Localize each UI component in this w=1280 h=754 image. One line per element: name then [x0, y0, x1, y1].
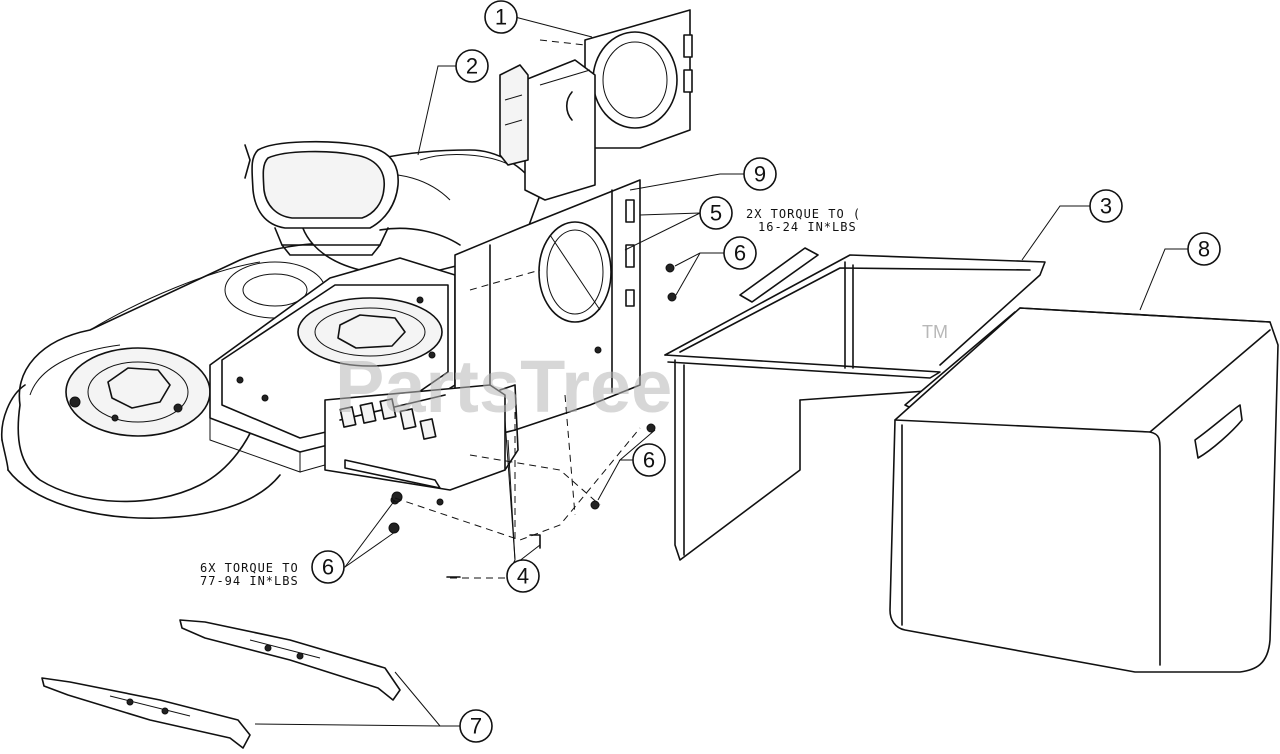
- callout-1: 1: [484, 0, 518, 34]
- hardware: [388, 39, 677, 579]
- chute-latch-assembly: [499, 9, 693, 201]
- leader-lines: [254, 16, 1188, 727]
- callout-6-lower-label: 6: [322, 555, 334, 580]
- callout-8-label: 8: [1198, 237, 1210, 262]
- torque-notes: 2X TORQUE TO ( 16-24 IN*LBS 6X TORQUE TO…: [200, 207, 861, 588]
- callout-9-label: 9: [754, 162, 766, 187]
- callout-9: 9: [743, 157, 777, 191]
- watermark-trademark: TM: [922, 322, 948, 342]
- callout-6-upper: 6: [723, 236, 757, 270]
- callout-3: 3: [1089, 189, 1123, 223]
- callout-6-middle: 6: [632, 443, 666, 477]
- callout-4-label: 4: [517, 564, 529, 589]
- callout-3-label: 3: [1100, 194, 1112, 219]
- callout-6-upper-label: 6: [734, 241, 746, 266]
- grass-bag: [889, 307, 1279, 673]
- callout-2: 2: [455, 49, 489, 83]
- blower-side-panel: [454, 179, 641, 446]
- callout-5-label: 5: [710, 201, 722, 226]
- callout-6-lower: 6: [311, 550, 345, 584]
- callout-2-label: 2: [466, 54, 478, 79]
- chute-deflector-bracket: [244, 140, 399, 256]
- callout-6-middle-label: 6: [643, 448, 655, 473]
- torque-note-2x-line1: 2X TORQUE TO (: [746, 207, 861, 221]
- callout-4: 4: [506, 559, 540, 593]
- callout-5: 5: [699, 196, 733, 230]
- callout-1-label: 1: [495, 5, 507, 30]
- callout-7: 7: [459, 709, 493, 743]
- callout-7-label: 7: [470, 714, 482, 739]
- torque-note-6x-line1: 6X TORQUE TO: [200, 561, 299, 575]
- callout-8: 8: [1187, 232, 1221, 266]
- torque-note-6x-line2: 77-94 IN*LBS: [200, 574, 299, 588]
- mower-blades: [41, 619, 401, 749]
- watermark: PartsTree TM: [335, 322, 948, 428]
- torque-note-2x-line2: 16-24 IN*LBS: [758, 220, 857, 234]
- watermark-text: PartsTree: [335, 345, 672, 428]
- height-adjust-plate: [324, 384, 519, 506]
